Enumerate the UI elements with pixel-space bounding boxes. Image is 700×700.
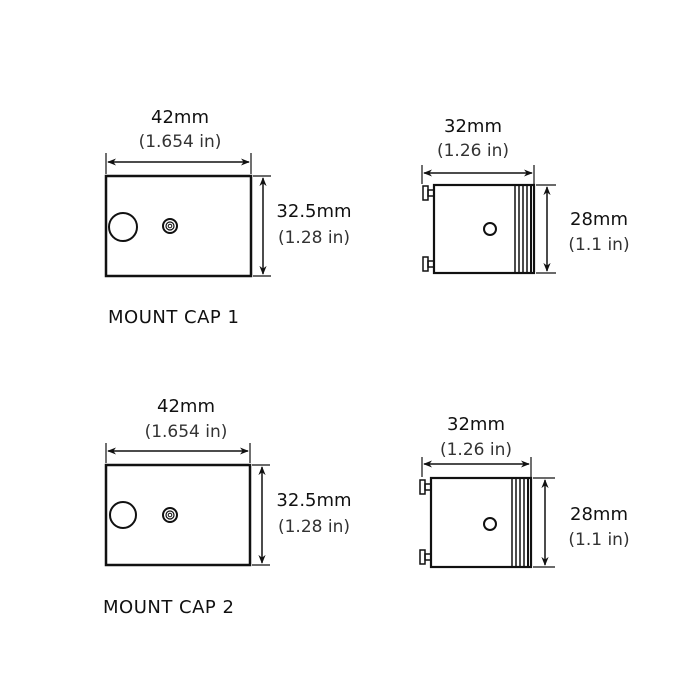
screw-hole [162,218,178,234]
thread-ribs [511,478,529,567]
height-dimension-arrow [536,184,556,274]
width-dimension-arrow [421,165,535,184]
height-in-label: (1.28 in) [278,228,350,248]
mount-pins [422,185,435,272]
width-in-label: (1.654 in) [139,132,222,152]
cap-name-label: MOUNT CAP 1 [108,307,239,328]
cap-side-outline [429,476,533,569]
height-in-label: (1.1 in) [568,530,629,550]
width-mm-label: 32mm [447,414,505,435]
large-hole [109,501,137,529]
width-dimension-arrow [105,153,252,174]
mount-pins [419,479,432,565]
cap1-front-view: 42mm (1.654 in) 32.5mm (1.28 in) MOUNT C… [104,107,352,328]
thread-ribs [514,185,532,273]
height-dimension-arrow [252,464,270,566]
width-mm-label: 42mm [151,107,209,128]
width-dimension-arrow [105,443,251,463]
width-mm-label: 32mm [444,116,502,137]
screw-hole [162,507,178,523]
height-dimension-arrow [253,175,271,277]
width-in-label: (1.26 in) [437,141,509,161]
width-dimension-arrow [421,457,532,477]
side-hole [483,517,497,531]
width-in-label: (1.26 in) [440,440,512,460]
cap-name-label: MOUNT CAP 2 [103,597,234,618]
cap2-side-view: 32mm (1.26 in) 28mm (1.1 in) [419,414,630,569]
height-in-label: (1.28 in) [278,517,350,537]
cap2-front-view: 42mm (1.654 in) 32.5mm (1.28 in) MOUNT C… [103,396,352,618]
height-dimension-arrow [533,477,555,568]
cap-body-outline [104,463,252,567]
height-mm-label: 32.5mm [276,490,351,511]
large-hole [108,212,138,242]
width-in-label: (1.654 in) [145,422,228,442]
cap1-side-view: 32mm (1.26 in) 28mm (1.1 in) [421,116,630,275]
width-mm-label: 42mm [157,396,215,417]
height-mm-label: 28mm [570,209,628,230]
height-mm-label: 28mm [570,504,628,525]
side-hole [483,222,497,236]
cap-side-outline [432,183,536,275]
height-mm-label: 32.5mm [276,201,351,222]
cap-body-outline [104,174,253,278]
height-in-label: (1.1 in) [568,235,629,255]
